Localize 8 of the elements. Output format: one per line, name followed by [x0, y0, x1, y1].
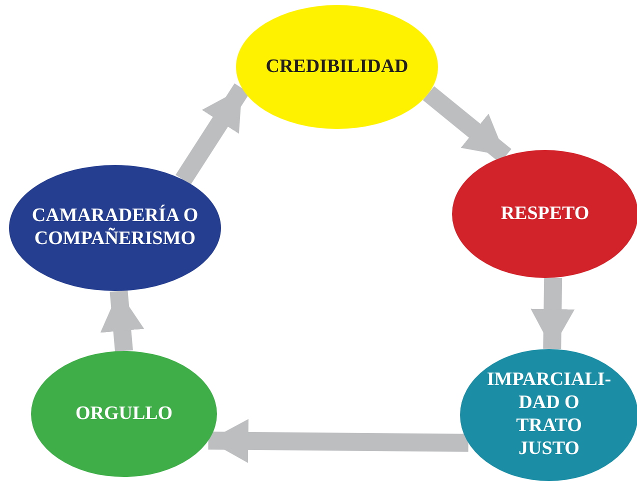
node-label: CAMARADERÍA O COMPAÑERISMO	[30, 205, 200, 251]
arrow	[530, 278, 575, 350]
arrow	[100, 290, 144, 352]
node-label: IMPARCIALI- DAD O TRATO JUSTO	[486, 369, 612, 461]
arrow	[208, 418, 468, 463]
node-label: ORGULLO	[75, 402, 173, 426]
node-label: RESPETO	[500, 202, 590, 226]
node-label: CREDIBILIDAD	[266, 56, 408, 78]
